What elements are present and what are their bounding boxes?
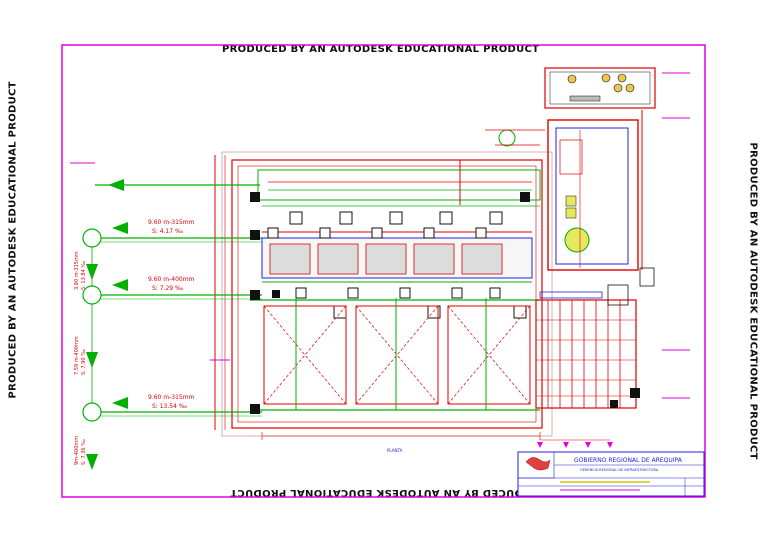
pipe-2-slope: S: 7.29 ‰ (152, 285, 183, 292)
structural-nodes (250, 192, 640, 414)
sedimentation-tank (535, 291, 637, 409)
valve-boxes-upper (267, 211, 527, 319)
filter-units (250, 298, 540, 411)
vpipe-2-slope: S: 7.90 ‰ (81, 349, 87, 375)
flow-arrows (86, 179, 128, 470)
plant-outline (214, 151, 553, 437)
vpipe-1-size: 3.80 m-315mm (74, 251, 80, 290)
dimension-lines (261, 432, 610, 441)
pipe-1-size: 9.60 m-315mm (148, 219, 195, 226)
title-block: GOBIERNO REGIONAL DE AREQUIPA GERENCIA R… (517, 451, 705, 497)
regional-seal-icon (525, 457, 551, 471)
sheet-frame (61, 44, 706, 498)
pipe-2-size: 9.60 m-400mm (148, 276, 195, 283)
pipe-1-slope: S: 4.17 ‰ (152, 228, 183, 235)
vpipe-3-slope: S: 7.36 ‰ (81, 439, 87, 465)
inlet-channel (257, 160, 541, 207)
operations-building (544, 67, 656, 306)
vpipe-2-size: 7.59 m-400mm (74, 336, 80, 375)
pipe-labels: 9.60 m-315mm S: 4.17 ‰ 9.60 m-400mm S: 7… (148, 219, 195, 410)
title-department: GERENCIA REGIONAL DE INFRAESTRUCTURA (580, 468, 659, 472)
outlet-manholes (82, 184, 262, 422)
section-markers (537, 442, 613, 448)
watermark-top: PRODUCED BY AN AUTODESK EDUCATIONAL PROD… (222, 44, 540, 55)
vertical-pipe-labels: 3.80 m-315mm S: 13.84 ‰ 7.59 m-400mm S: … (74, 251, 87, 465)
vpipe-3-size: 9m-400mm (74, 436, 80, 465)
flocculator-row (261, 231, 533, 283)
tank-circle (485, 129, 545, 147)
pipe-3-size: 9.60 m-315mm (148, 394, 195, 401)
grid-markers (70, 72, 690, 399)
pipe-3-slope: S: 13.54 ‰ (152, 403, 187, 410)
vpipe-1-slope: S: 13.84 ‰ (81, 261, 87, 290)
plan-label: PLANTA (387, 448, 403, 453)
title-organization: GOBIERNO REGIONAL DE AREQUIPA (574, 457, 683, 464)
